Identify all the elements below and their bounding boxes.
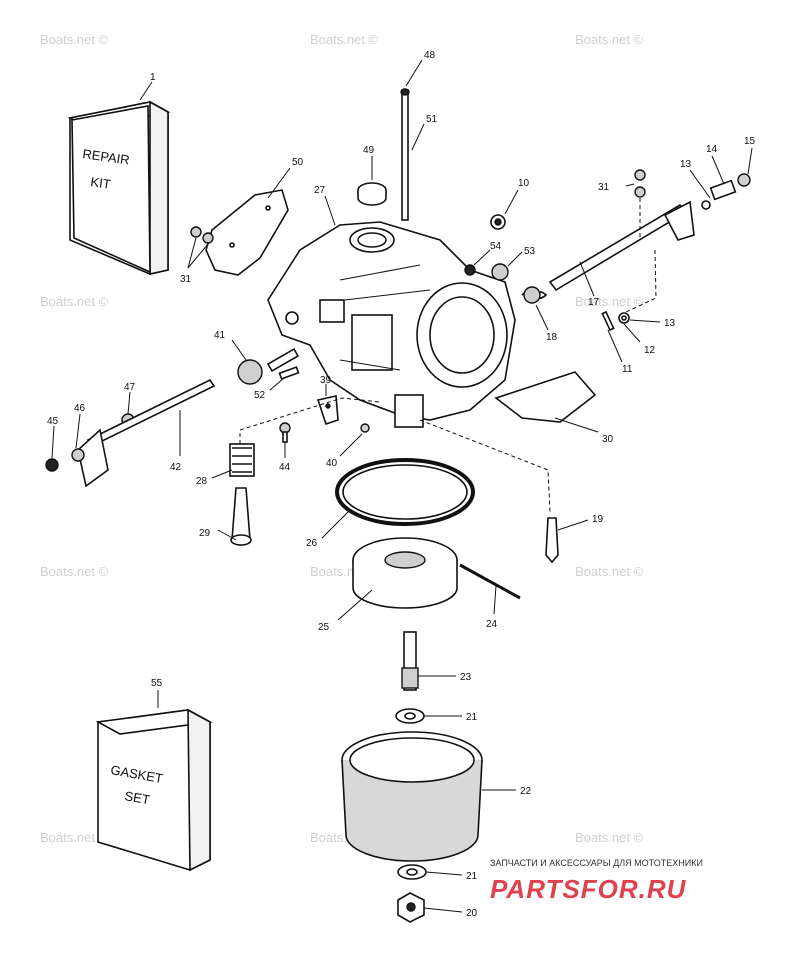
cover-plate-30 xyxy=(494,371,597,423)
callout-52: 52 xyxy=(254,390,266,401)
callout-11: 11 xyxy=(622,364,633,375)
watermark: Boats.net © xyxy=(575,32,644,47)
callout-31-left: 31 xyxy=(180,274,192,285)
callout-21-top: 21 xyxy=(466,712,478,723)
callout-13-bottom: 13 xyxy=(664,318,676,329)
callout-18: 18 xyxy=(546,332,558,343)
repair-kit-label-line1: REPAIR xyxy=(82,146,131,167)
callout-50: 50 xyxy=(292,157,304,168)
callout-54: 54 xyxy=(490,241,502,252)
lever-42 xyxy=(86,378,216,448)
brand-logo: PARTSFOR.RU xyxy=(490,874,687,904)
callout-22: 22 xyxy=(520,786,532,797)
repair-kit-box: REPAIR KIT 1 xyxy=(67,72,171,275)
callout-53: 53 xyxy=(524,246,536,257)
callout-46: 46 xyxy=(74,403,86,414)
callout-19: 19 xyxy=(592,514,604,525)
rod-51 xyxy=(401,89,409,221)
callout-14: 14 xyxy=(706,144,718,155)
callout-12: 12 xyxy=(644,345,656,356)
callout-17: 17 xyxy=(588,297,600,308)
watermark: Boats.net © xyxy=(310,32,379,47)
callout-30: 30 xyxy=(602,434,614,445)
callout-1: 1 xyxy=(150,72,156,83)
watermark: Boats.net © xyxy=(40,32,109,47)
callout-31-right: 31 xyxy=(598,182,610,193)
gasket-set-label-line2: SET xyxy=(123,788,151,807)
callout-47: 47 xyxy=(124,382,136,393)
parts-shapes xyxy=(45,88,751,923)
callout-45: 45 xyxy=(47,416,59,427)
leader-lines xyxy=(51,59,753,913)
callouts: 48 51 50 49 27 10 31 31 13 14 15 54 53 1… xyxy=(47,50,756,919)
callout-41: 41 xyxy=(214,330,226,341)
watermark: Boats.net © xyxy=(40,830,109,845)
callout-40: 40 xyxy=(326,458,338,469)
watermark: Boats.net © xyxy=(40,294,109,309)
watermark: Boats.net © xyxy=(40,564,109,579)
callout-44: 44 xyxy=(279,462,291,473)
callout-55: 55 xyxy=(151,678,163,689)
watermark: Boats.net © xyxy=(575,294,644,309)
callout-21-bottom: 21 xyxy=(466,871,478,882)
watermark: Boats.net © xyxy=(575,830,644,845)
callout-42: 42 xyxy=(170,462,182,473)
watermark: Boats.net © xyxy=(575,564,644,579)
callout-49: 49 xyxy=(363,145,375,156)
callout-26: 26 xyxy=(306,538,318,549)
callout-13-top: 13 xyxy=(680,159,692,170)
callout-48: 48 xyxy=(424,50,436,61)
callout-51: 51 xyxy=(426,114,438,125)
callout-25: 25 xyxy=(318,622,330,633)
callout-23: 23 xyxy=(460,672,472,683)
callout-27: 27 xyxy=(314,185,326,196)
callout-39: 39 xyxy=(320,375,332,386)
callout-10: 10 xyxy=(518,178,530,189)
carburetor-body xyxy=(267,221,516,428)
cover-50 xyxy=(205,189,289,276)
callout-29: 29 xyxy=(199,528,211,539)
callout-20: 20 xyxy=(466,908,478,919)
repair-kit-label-line2: KIT xyxy=(90,174,112,192)
callout-15: 15 xyxy=(744,136,756,147)
brand-tagline: ЗАПЧАСТИ И АКСЕССУАРЫ ДЛЯ МОТОТЕХНИКИ xyxy=(490,858,703,868)
gasket-set-box: GASKET SET 55 xyxy=(95,678,213,872)
callout-28: 28 xyxy=(196,476,208,487)
partsfor-branding: ЗАПЧАСТИ И АКСЕССУАРЫ ДЛЯ МОТОТЕХНИКИ PA… xyxy=(490,858,703,904)
callout-24: 24 xyxy=(486,619,498,630)
